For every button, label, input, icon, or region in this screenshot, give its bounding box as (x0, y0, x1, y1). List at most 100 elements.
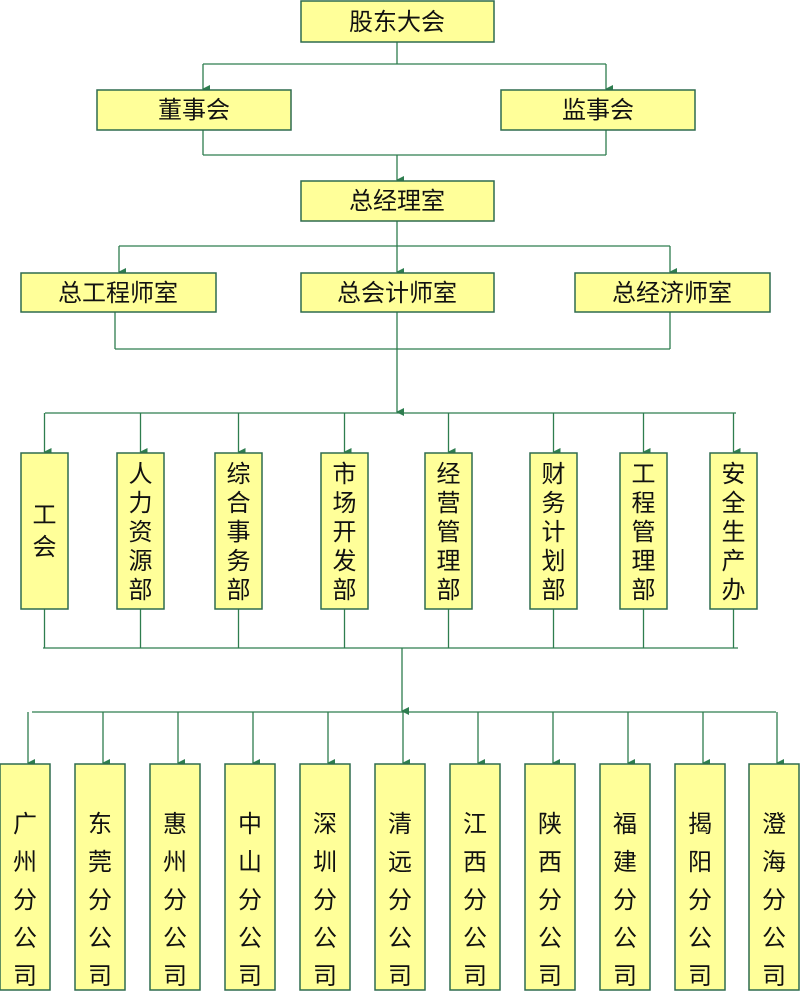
label-char: 山 (238, 848, 262, 876)
label-char: 州 (13, 848, 37, 876)
node-board-directors: 董事会 (96, 89, 292, 131)
label-char: 司 (613, 962, 637, 990)
label-char: 综 (227, 460, 251, 488)
label-char: 公 (388, 924, 412, 952)
branch-label: 中山分公司 (238, 810, 262, 990)
label-char: 司 (538, 962, 562, 990)
label-char: 管 (632, 518, 656, 546)
branch-node: 深圳分公司 (299, 763, 351, 991)
label-char: 部 (437, 576, 461, 604)
node-board-supervisors: 监事会 (500, 89, 696, 131)
label-char: 福 (613, 810, 637, 838)
department-label: 安全生产办 (722, 460, 746, 604)
label-char: 公 (762, 924, 786, 952)
node-box (374, 763, 426, 991)
department-label: 工程管理部 (632, 460, 656, 604)
label-char: 分 (388, 886, 412, 914)
node-label: 股东大会 (349, 8, 445, 36)
label-char: 州 (163, 848, 187, 876)
department-drop-lines (43, 413, 741, 456)
node-box (524, 763, 576, 991)
branch-node: 江西分公司 (449, 763, 501, 991)
label-char: 莞 (88, 848, 112, 876)
department-node: 工会 (20, 452, 69, 610)
label-char: 分 (13, 886, 37, 914)
branch-node: 清远分公司 (374, 763, 426, 991)
node-box (529, 452, 578, 610)
branch-label: 江西分公司 (463, 810, 487, 990)
label-char: 会 (33, 533, 57, 561)
node-box (116, 452, 165, 610)
node-box (149, 763, 201, 991)
label-char: 分 (463, 886, 487, 914)
label-char: 公 (688, 924, 712, 952)
label-char: 阳 (688, 848, 712, 876)
department-label: 财务计划部 (542, 460, 566, 604)
label-char: 西 (538, 848, 562, 876)
label-char: 分 (313, 886, 337, 914)
department-node: 经营管理部 (424, 452, 473, 610)
label-char: 部 (129, 576, 153, 604)
node-label: 总经理室 (349, 187, 445, 215)
branch-label: 澄海分公司 (762, 810, 786, 990)
branch-node: 广州分公司 (0, 763, 51, 991)
label-char: 公 (613, 924, 637, 952)
label-char: 澄 (762, 810, 786, 838)
department-label: 人力资源部 (129, 460, 153, 604)
branch-node: 陕西分公司 (524, 763, 576, 991)
label-char: 陕 (538, 810, 562, 838)
label-char: 圳 (313, 848, 337, 876)
branch-label: 深圳分公司 (313, 810, 337, 990)
label-char: 公 (538, 924, 562, 952)
node-box (20, 452, 69, 610)
node-box (674, 763, 726, 991)
branch-label: 福建分公司 (613, 810, 637, 990)
node-box (74, 763, 126, 991)
branch-node: 福建分公司 (599, 763, 651, 991)
label-char: 财 (542, 460, 566, 488)
node-box (449, 763, 501, 991)
label-char: 司 (463, 962, 487, 990)
node-label: 总会计师室 (337, 279, 457, 307)
department-label: 综合事务部 (227, 460, 251, 604)
label-char: 公 (238, 924, 262, 952)
label-char: 江 (463, 810, 487, 838)
department-label: 工会 (33, 501, 57, 561)
connector-lines (27, 42, 784, 767)
label-char: 源 (129, 547, 153, 575)
label-char: 部 (227, 576, 251, 604)
department-node: 工程管理部 (619, 452, 668, 610)
label-char: 海 (762, 848, 786, 876)
label-char: 司 (688, 962, 712, 990)
label-char: 远 (388, 848, 412, 876)
branch-label: 东莞分公司 (88, 810, 112, 990)
label-char: 深 (313, 810, 337, 838)
node-shareholders: 股东大会 (300, 0, 495, 43)
department-node: 人力资源部 (116, 452, 165, 610)
node-chief-engineer: 总工程师室 (20, 272, 217, 313)
branch-node: 中山分公司 (224, 763, 276, 991)
label-char: 工 (33, 501, 57, 529)
node-box (300, 0, 495, 43)
label-char: 东 (88, 810, 112, 838)
label-char: 建 (613, 848, 637, 876)
label-char: 分 (163, 886, 187, 914)
label-char: 工 (632, 460, 656, 488)
label-char: 司 (13, 962, 37, 990)
label-char: 市 (333, 460, 357, 488)
label-char: 理 (437, 547, 461, 575)
label-char: 力 (129, 489, 153, 517)
branch-node: 惠州分公司 (149, 763, 201, 991)
node-box (709, 452, 758, 610)
node-label: 监事会 (562, 96, 634, 124)
branch-label: 广州分公司 (13, 810, 37, 990)
label-char: 资 (129, 518, 153, 546)
label-char: 公 (163, 924, 187, 952)
branch-label: 清远分公司 (388, 810, 412, 990)
department-label: 市场开发部 (333, 460, 357, 604)
department-node: 市场开发部 (320, 452, 369, 610)
node-chief-economist: 总经济师室 (574, 272, 771, 313)
node-box (224, 763, 276, 991)
